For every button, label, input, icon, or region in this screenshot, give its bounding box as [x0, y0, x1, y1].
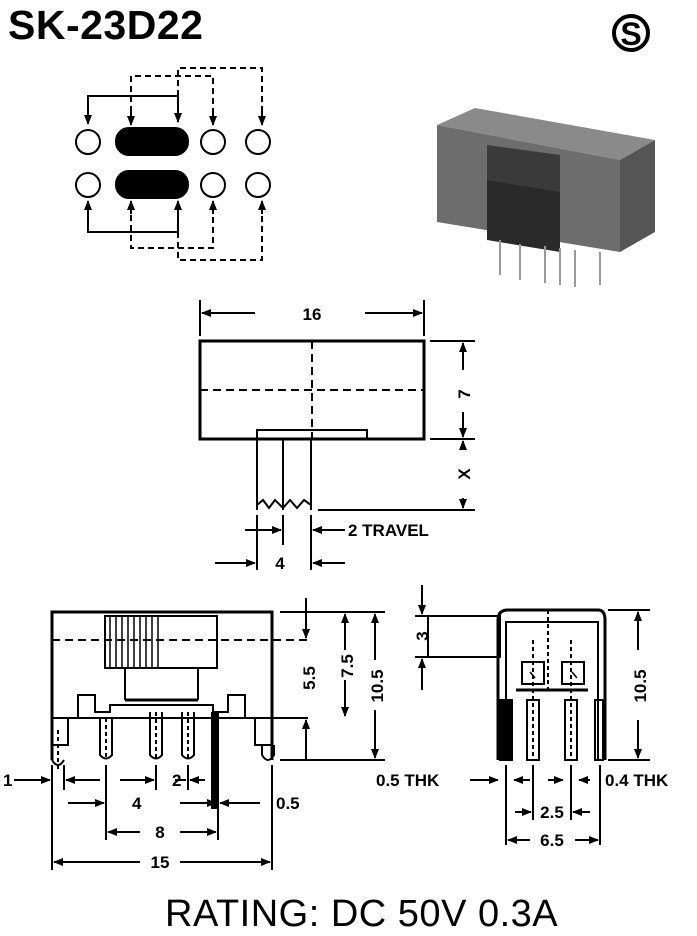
top-view-drawing [198, 300, 475, 570]
front-view-drawing [14, 598, 385, 870]
product-photo [437, 108, 655, 287]
dim-1: 1 [3, 771, 12, 790]
switch-schematic [75, 67, 271, 261]
dim-10-5-front: 10.5 [368, 669, 387, 702]
dim-4-top: 4 [275, 554, 285, 573]
side-view-drawing [415, 585, 650, 845]
dim-16: 16 [303, 305, 322, 324]
dim-2: 2 [172, 771, 181, 790]
dim-x: X [455, 468, 474, 480]
dim-15: 15 [151, 853, 170, 872]
dim-10-5-side: 10.5 [631, 669, 650, 702]
svg-text:S: S [620, 16, 641, 52]
dim-0-5: 0.5 [276, 794, 300, 813]
dim-6-5: 6.5 [540, 831, 564, 850]
dim-thk-0-5: 0.5 THK [376, 771, 440, 790]
dim-thk-0-4: 0.4 THK [605, 771, 669, 790]
dim-3: 3 [413, 631, 432, 640]
rating-text: RATING: DC 50V 0.3A [165, 893, 559, 935]
dim-7-5: 7.5 [338, 654, 357, 678]
dim-2-5: 2.5 [540, 803, 564, 822]
logo-s-icon: S [612, 14, 650, 52]
dim-5-5: 5.5 [300, 666, 319, 690]
part-number-title: SK-23D22 [8, 2, 204, 48]
dim-4-bottom: 4 [132, 794, 142, 813]
dim-travel: 2 TRAVEL [348, 521, 429, 540]
dim-8: 8 [155, 823, 164, 842]
dim-7: 7 [455, 389, 474, 398]
